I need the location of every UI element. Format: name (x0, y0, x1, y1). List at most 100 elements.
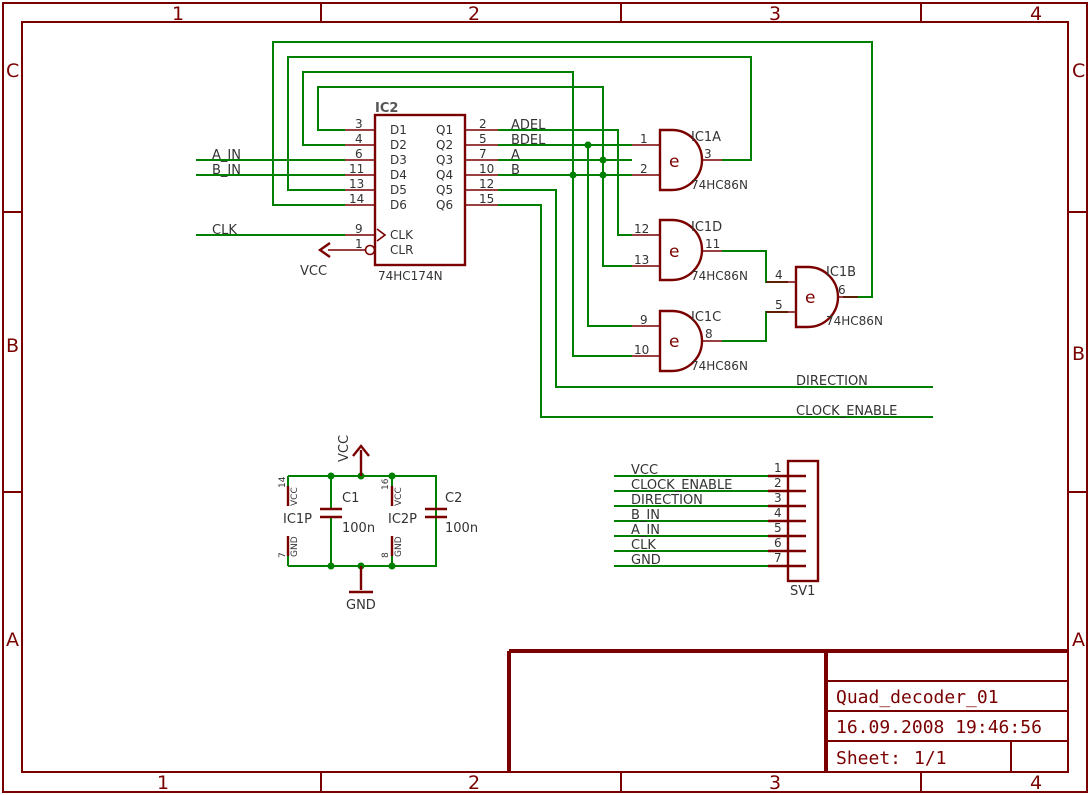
connector-pin-4-num: 4 (774, 506, 782, 520)
gate-ic1c-name: IC1C (691, 310, 721, 325)
gate-ic1a-out: 3 (704, 147, 712, 161)
ic2-pin-num-3: 3 (355, 117, 363, 131)
net-label-vcc: VCC (300, 264, 327, 279)
connector-pin-6-net: CLK (631, 538, 656, 553)
zone-col-2-top: 2 (468, 3, 480, 25)
zone-labels: 1 2 3 4 1 2 3 4 C B A C B A (6, 3, 1085, 794)
ic2-pin-d3-label: D3 (390, 153, 407, 167)
ic2-pin-clr-label: CLR (390, 243, 413, 257)
title-block: Quad_decoder_01 16.09.2008 19:46:56 Shee… (507, 649, 1068, 772)
zone-col-1-bottom: 1 (157, 772, 169, 794)
gate-ic1a-value: 74HC86N (691, 178, 748, 192)
gate-ic1c-value: 74HC86N (691, 359, 748, 373)
zone-row-c-right: C (1072, 60, 1085, 82)
net-label-a-in: A_IN (212, 148, 241, 163)
wires (196, 41, 933, 567)
net-label-direction: DIRECTION (796, 374, 868, 389)
gate-ic1d-name: IC1D (691, 220, 722, 235)
ic2-pin-d2-label: D2 (390, 138, 407, 152)
zone-row-a-right: A (1072, 629, 1085, 651)
gate-ic1a-in1: 1 (640, 132, 648, 146)
ic2p-name: IC2P (388, 512, 417, 527)
power-gnd-label: GND (346, 598, 376, 613)
gate-ic1d-in2: 13 (634, 253, 649, 267)
ic1p-vcc-pin-num: 14 (278, 476, 288, 488)
ic2-pin-num-2: 2 (479, 117, 487, 131)
connector-pin-3-net: DIRECTION (631, 493, 703, 508)
ic2-pin-num-15: 15 (479, 192, 494, 206)
ic2p-gnd-pin-num: 8 (381, 552, 391, 558)
zone-row-c-left: C (6, 60, 19, 82)
ic1p-gnd-pin-num: 7 (278, 552, 288, 558)
net-label-adel: ADEL (511, 118, 546, 133)
net-label-b-in: B_IN (212, 163, 241, 178)
ic2-pin-num-10: 10 (479, 162, 494, 176)
net-labels: A_IN B_IN CLK VCC ADEL BDEL A B DIRECTIO… (212, 118, 897, 419)
gate-ic1c-in2: 10 (634, 343, 649, 357)
zone-col-4-top: 4 (1030, 3, 1042, 25)
connector-pin-5-num: 5 (774, 521, 782, 535)
ic2-pin-num-14: 14 (349, 192, 364, 206)
ic2p-vcc-pin-num: 16 (381, 478, 391, 490)
gate-ic1c-out: 8 (705, 327, 713, 341)
ic1p-gnd-label: GND (290, 536, 300, 557)
gate-ic1b: e IC1B 74HC86N 4 5 6 (766, 265, 883, 329)
ic2-name: IC2 (375, 101, 398, 116)
ic2-pin-num-1: 1 (355, 237, 363, 251)
connector-pin-2-num: 2 (774, 476, 782, 490)
gate-ic1b-name: IC1B (826, 265, 856, 280)
c2-value: 100n (445, 521, 478, 536)
ic1p-vcc-label: VCC (290, 487, 300, 506)
gate-ic1a-in2: 2 (640, 162, 648, 176)
ic2-pin-clk-label: CLK (390, 228, 414, 242)
gate-ic1a-name: IC1A (691, 130, 721, 145)
power-vcc-label: VCC (337, 435, 352, 462)
ic2-pin-q5-label: Q5 (436, 183, 453, 197)
net-label-a: A (511, 148, 520, 163)
ic2-pin-num-12: 12 (479, 177, 494, 191)
gate-ic1d-in1: 12 (634, 222, 649, 236)
connector-pin-3-num: 3 (774, 491, 782, 505)
title-block-sheet-label: Sheet: (836, 748, 901, 769)
net-label-b: B (511, 163, 520, 178)
connector-pin-4-net: B_IN (631, 508, 660, 523)
gate-ic1b-out: 6 (838, 283, 846, 297)
connector-pin-7-num: 7 (774, 551, 782, 565)
gate-ic1a: e IC1A 74HC86N 1 2 3 (632, 128, 748, 192)
gate-ic1c-symbol: e (669, 332, 679, 352)
ic2-pin-q2-label: Q2 (436, 138, 453, 152)
gate-ic1d: e IC1D 74HC86N 12 13 11 (632, 218, 748, 283)
zone-col-3-top: 3 (769, 3, 781, 25)
power-section: VCC GND 14 VCC 7 GND IC1P 16 VCC 8 GND I… (278, 435, 478, 613)
ic2-pin-num-7: 7 (479, 147, 487, 161)
gate-ic1b-in1: 4 (775, 268, 783, 282)
c1-value: 100n (342, 521, 375, 536)
title-block-name: Quad_decoder_01 (836, 687, 999, 708)
zone-col-1-top: 1 (172, 3, 184, 25)
zone-col-3-bottom: 3 (769, 772, 781, 794)
gate-ic1b-value: 74HC86N (826, 314, 883, 328)
ic2-pin-num-9: 9 (355, 222, 363, 236)
zone-row-b-right: B (1072, 343, 1085, 365)
ic2-pin-num-6: 6 (355, 147, 363, 161)
zone-col-2-bottom: 2 (468, 772, 480, 794)
ic2-pin-num-4: 4 (355, 132, 363, 146)
zone-row-b-left: B (6, 335, 19, 357)
title-block-datetime: 16.09.2008 19:46:56 (836, 717, 1042, 738)
ic1p-name: IC1P (283, 512, 312, 527)
junctions (327, 141, 607, 570)
connector-name: SV1 (790, 584, 815, 599)
zone-col-4-bottom: 4 (1030, 772, 1042, 794)
ic2-pin-q1-label: Q1 (436, 123, 453, 137)
ic2-pin-d1-label: D1 (390, 123, 407, 137)
connector-pin-6-num: 6 (774, 536, 782, 550)
connector-pin-2-net: CLOCK_ENABLE (631, 478, 732, 493)
ic2-pin-d4-label: D4 (390, 168, 407, 182)
net-label-clock-enable: CLOCK_ENABLE (796, 404, 897, 419)
connector-pin-5-net: A_IN (631, 523, 660, 538)
ic2p-vcc-label: VCC (394, 487, 404, 506)
ic2-pin-num-5: 5 (479, 132, 487, 146)
ic2p-gnd-label: GND (394, 536, 404, 557)
